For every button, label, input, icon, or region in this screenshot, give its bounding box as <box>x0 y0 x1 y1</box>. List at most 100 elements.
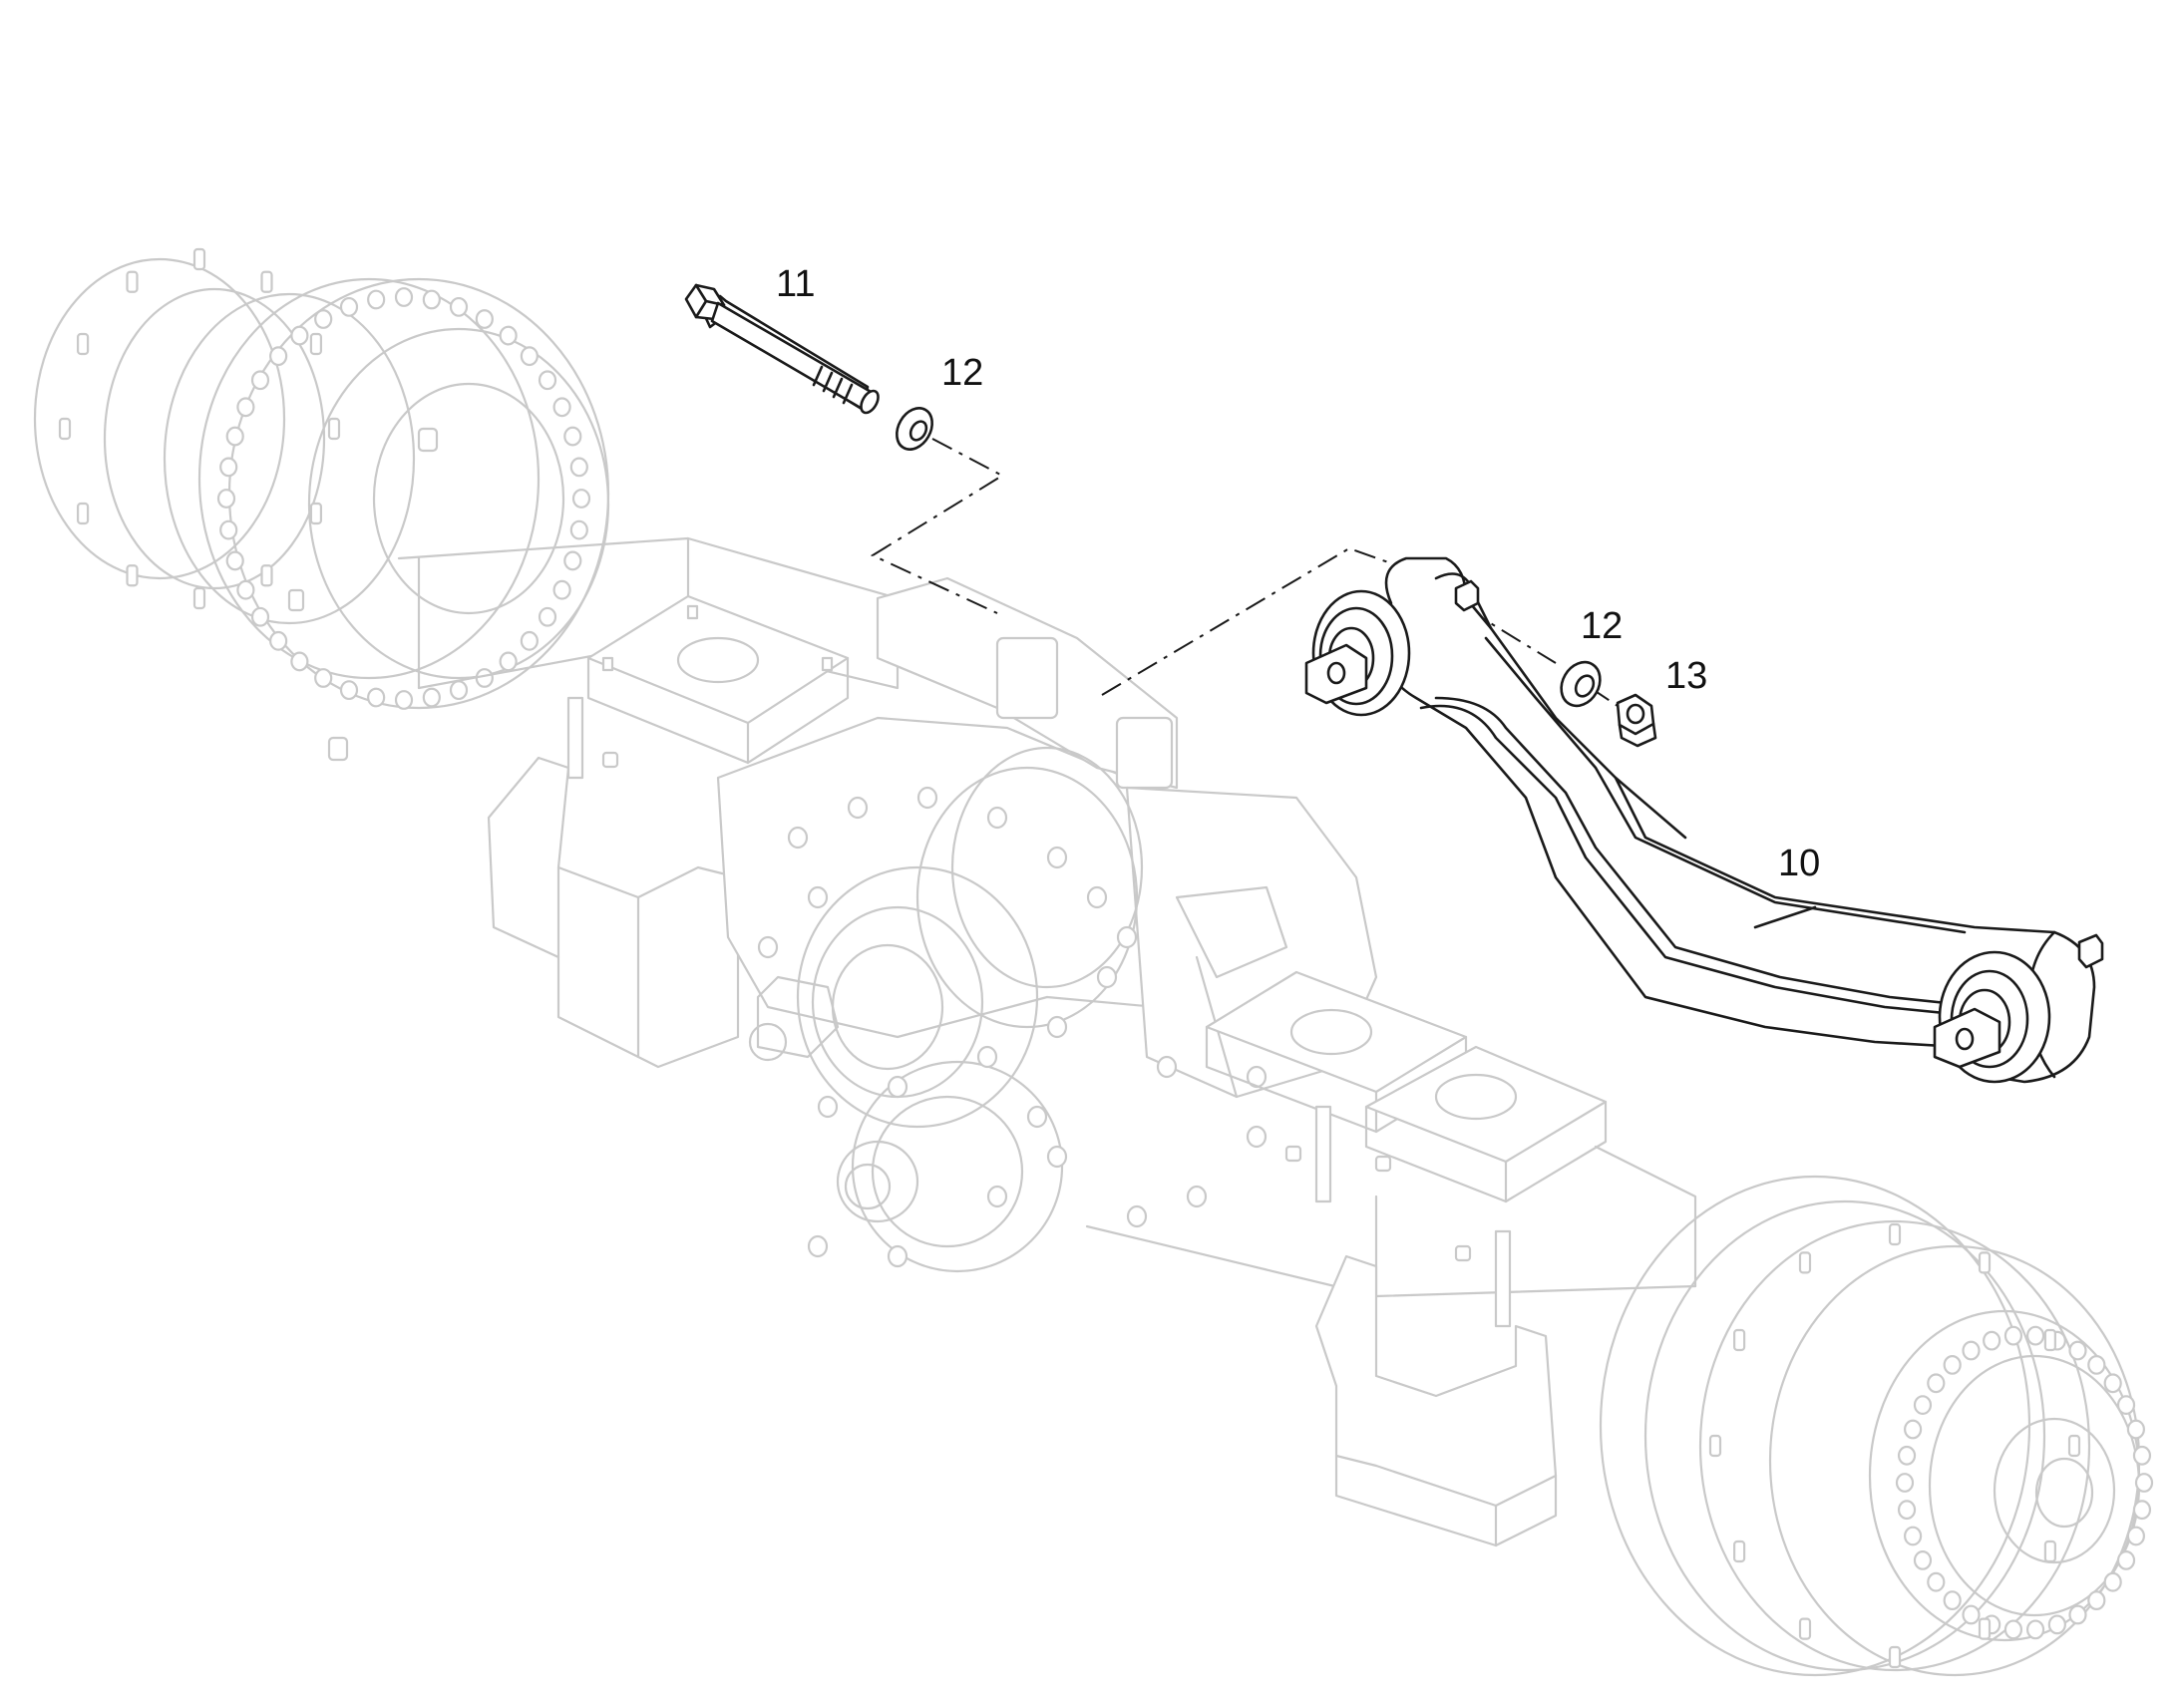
hub-bolt-head <box>520 346 539 367</box>
hub-stud <box>2067 1434 2081 1458</box>
washer-upper[interactable] <box>890 402 939 456</box>
hub-bolt-head <box>1927 1571 1946 1592</box>
right-hub-bolt-ring <box>1895 1325 2154 1640</box>
hub-stud <box>1888 1645 1902 1669</box>
washer-lower[interactable] <box>1554 655 1608 713</box>
callout-bolt: 11 <box>776 263 815 305</box>
hub-bolt-head <box>2103 1373 2122 1394</box>
hub-bolt-head <box>2132 1500 2152 1521</box>
hub-bolt-head <box>1904 1526 1923 1546</box>
right-spring-seat <box>1205 970 1608 1203</box>
hub-stud <box>1798 1617 1812 1640</box>
hub-bolt-head <box>538 370 557 391</box>
torque-rod[interactable] <box>1304 556 2104 1084</box>
hub-stud <box>1888 1222 1902 1246</box>
hub-bolt-head <box>1913 1550 1933 1570</box>
hub-bolt-head <box>1895 1473 1915 1493</box>
hub-bolt-head <box>2132 1445 2152 1466</box>
hub-stud <box>1978 1617 1992 1640</box>
hub-bolt-head <box>250 606 270 627</box>
diff-bolt-head <box>916 786 938 810</box>
hub-bolt-head <box>339 680 359 701</box>
diff-bolt-head <box>817 1095 839 1119</box>
hub-bolt-head <box>2087 1354 2106 1375</box>
diff-bolt-head <box>1096 965 1118 989</box>
hex-nut[interactable] <box>1616 693 1657 748</box>
hub-bolt-head <box>2068 1604 2087 1625</box>
hub-bolt-head <box>1897 1445 1917 1466</box>
hub-stud <box>192 586 206 610</box>
hub-bolt-head <box>538 606 557 627</box>
hub-stud <box>327 417 341 441</box>
diff-bolt-head <box>887 1244 908 1268</box>
hub-bolt-head <box>569 457 588 478</box>
callout-nut: 13 <box>1665 655 1707 697</box>
hub-stud <box>126 270 139 293</box>
hub-bolt-head <box>475 668 494 688</box>
hub-bolt-head <box>563 550 582 571</box>
diff-bolt-head <box>1046 846 1068 869</box>
hub-bolt-head <box>290 651 309 672</box>
front-bushing <box>1304 579 1480 717</box>
hub-bolt-head <box>236 397 255 418</box>
left-hub-bolt-ring <box>216 287 591 710</box>
diff-bolt-head <box>1186 1185 1208 1208</box>
hub-stud <box>126 564 139 587</box>
hub-stud <box>76 332 90 356</box>
hub-bolt-head <box>563 426 582 447</box>
hub-bolt-head <box>219 457 238 478</box>
diff-bolt-head <box>1116 925 1138 949</box>
hub-stud <box>1733 1328 1746 1352</box>
right-axle-tube <box>1085 1145 1697 1298</box>
hub-bolt-head <box>250 370 270 391</box>
hub-bolt-head <box>1904 1419 1923 1440</box>
hub-bolt-head <box>2103 1571 2122 1592</box>
hub-bolt-head <box>552 397 571 418</box>
hub-bolt-head <box>2087 1590 2106 1611</box>
left-wheel-hub <box>33 247 610 762</box>
hub-bolt-head <box>2126 1526 2145 1546</box>
hub-bolt-head <box>520 630 539 651</box>
hub-stud <box>1978 1251 1992 1274</box>
hub-bolt-head <box>2025 1325 2045 1346</box>
left-hub-stud-ring <box>58 247 341 610</box>
hub-bolt-head <box>2068 1340 2087 1361</box>
hub-bolt-head <box>2047 1614 2066 1635</box>
hub-stud <box>1733 1539 1746 1563</box>
right-wheel-hub <box>1599 1175 2154 1677</box>
hub-bolt-head <box>225 550 244 571</box>
hub-stud <box>192 247 206 271</box>
callout-torque-rod: 10 <box>1778 843 1820 884</box>
hub-bolt-head <box>367 687 386 708</box>
hex-bolt[interactable] <box>684 283 882 416</box>
diff-bolt-head <box>1086 885 1108 909</box>
left-bracket <box>487 696 740 1069</box>
hub-bolt-head <box>1983 1330 2001 1351</box>
hub-stud <box>260 270 273 293</box>
hub-bolt-head <box>225 426 244 447</box>
hub-bolt-head <box>1927 1373 1946 1394</box>
hub-bolt-head <box>571 489 591 509</box>
diff-bolt-head <box>887 1075 908 1099</box>
hub-stud <box>309 502 323 525</box>
hub-bolt-head <box>339 296 359 317</box>
hub-bolt-head <box>216 489 236 509</box>
hub-stud <box>76 502 90 525</box>
diff-bolt-head <box>1026 1105 1048 1129</box>
hub-stud <box>260 564 273 587</box>
hub-bolt-head <box>269 346 288 367</box>
hub-bolt-head <box>314 309 333 329</box>
hub-bolt-head <box>236 579 255 600</box>
differential-bolts <box>757 786 1268 1268</box>
hub-bolt-head <box>314 668 333 688</box>
callout-labels: 11 12 12 13 10 <box>776 263 1820 884</box>
hub-bolt-head <box>1962 1604 1981 1625</box>
hub-bolt-head <box>2003 1325 2023 1346</box>
hub-bolt-head <box>475 309 494 329</box>
hub-bolt-head <box>2134 1473 2154 1493</box>
callout-washer-upper: 12 <box>941 352 983 394</box>
hub-bolt-head <box>2116 1550 2136 1570</box>
right-bracket <box>1284 1105 1558 1547</box>
hub-bolt-head <box>449 680 469 701</box>
